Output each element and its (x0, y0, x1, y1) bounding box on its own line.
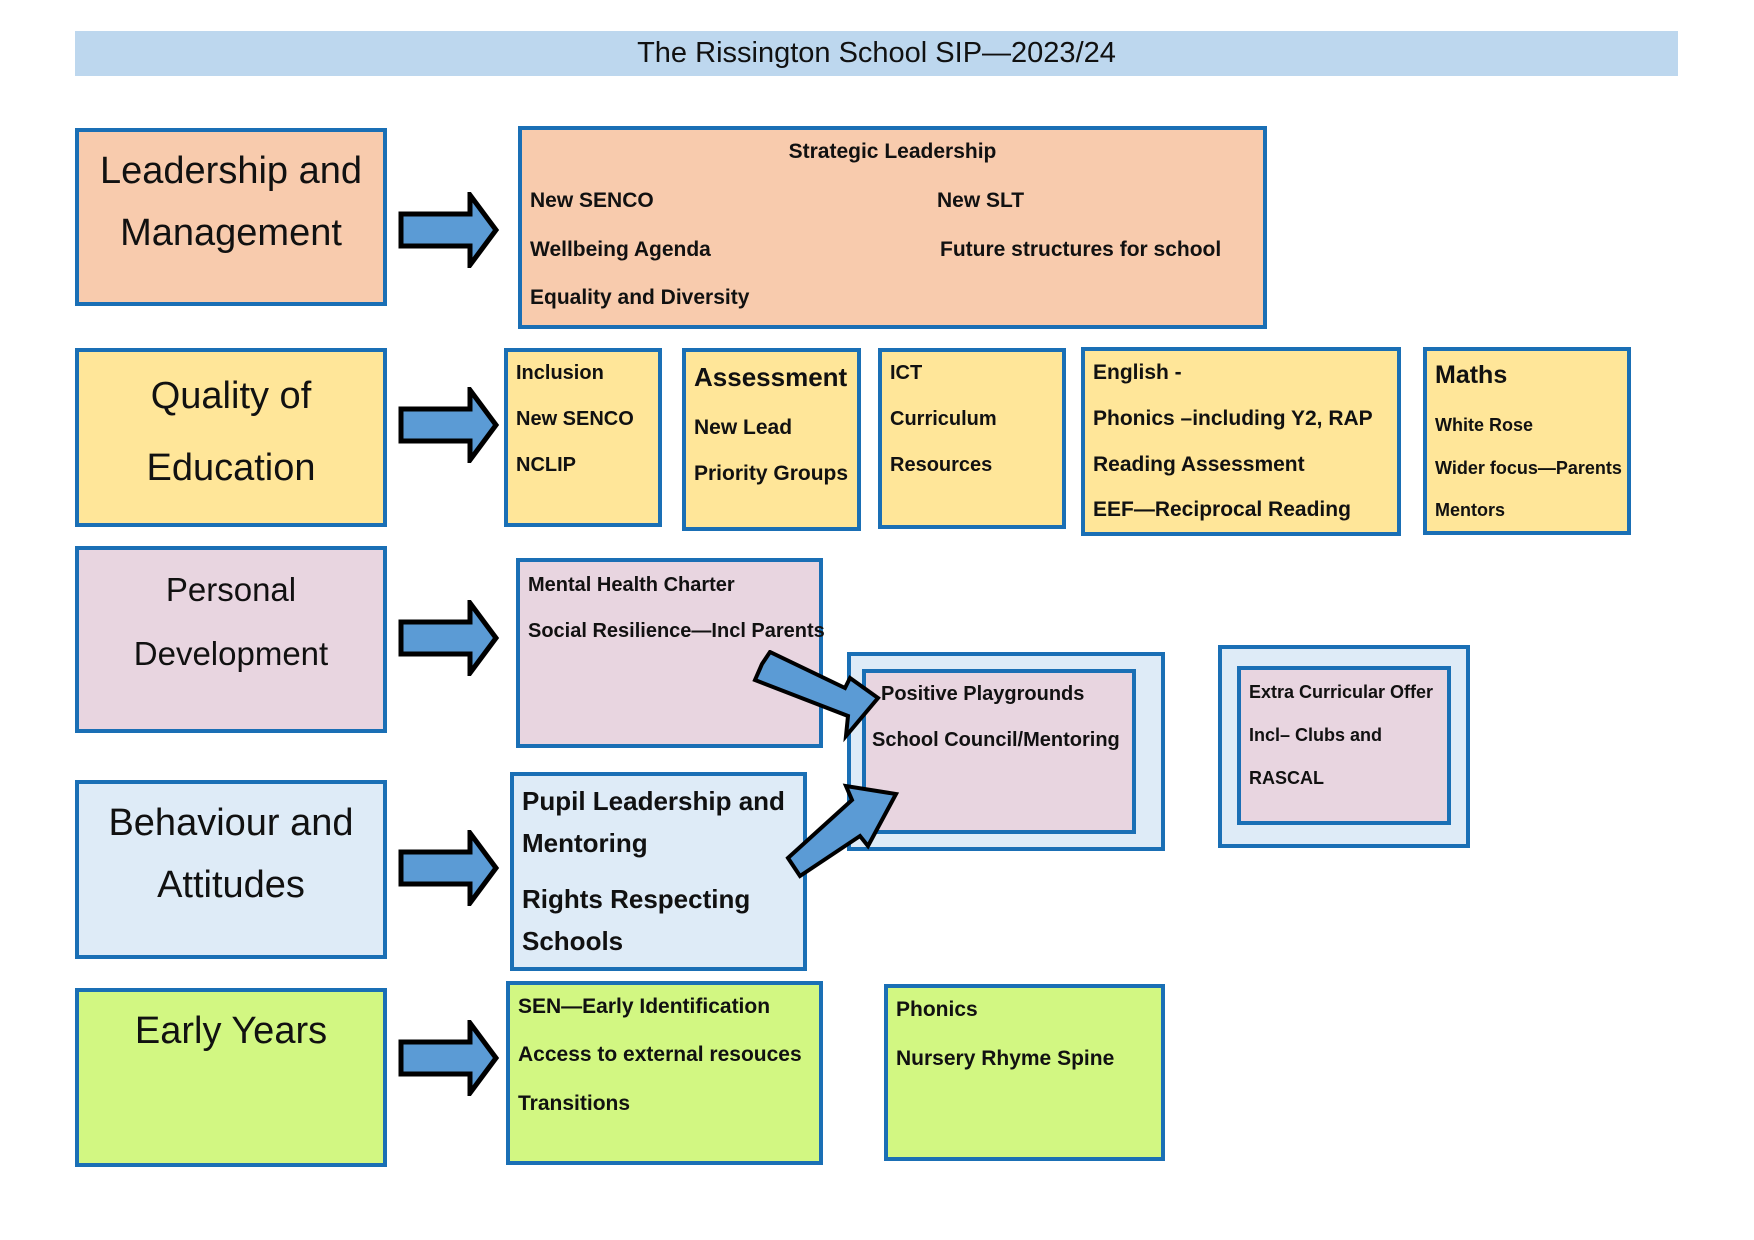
category-label-line: Leadership and (100, 150, 362, 192)
maths-box: Maths White Rose Wider focus—Parents Men… (1423, 347, 1631, 535)
arrow-right-icon (398, 387, 500, 463)
category-quality-of-education: Quality of Education (75, 348, 387, 527)
arrow-right-icon (398, 830, 500, 906)
list-item: SEN—Early Identification (518, 995, 771, 1018)
list-item: Priority Groups (694, 462, 849, 485)
list-item: New SLT (937, 189, 1025, 212)
english-box: English - Phonics –including Y2, RAP Rea… (1081, 347, 1401, 536)
category-label-line: Early Years (134, 1010, 328, 1052)
list-item: Rights Respecting (522, 884, 751, 914)
list-item: Positive Playgrounds (881, 683, 1085, 705)
category-label-line: Personal (165, 571, 297, 608)
list-item: Wellbeing Agenda (530, 238, 711, 261)
positive-playgrounds-box: Positive Playgrounds School Council/Ment… (862, 669, 1136, 834)
category-label-line: Development (133, 635, 329, 672)
list-item: Curriculum (890, 408, 997, 430)
list-item: English - (1093, 361, 1182, 384)
list-item: Extra Curricular Offer (1249, 682, 1434, 702)
category-early-years: Early Years (75, 988, 387, 1167)
arrow-right-icon (398, 192, 500, 268)
list-item: New SENCO (530, 189, 654, 212)
category-label-line: Behaviour and (108, 802, 354, 844)
category-personal-development: Personal Development (75, 546, 387, 733)
list-item: Incl– Clubs and (1249, 725, 1383, 745)
list-item: ICT (890, 362, 923, 384)
strategic-leadership-box: Strategic Leadership New SENCO Wellbeing… (518, 126, 1267, 329)
list-item: Mentors (1435, 500, 1506, 520)
box-heading: Maths (1435, 361, 1508, 389)
list-item: Schools (522, 926, 624, 956)
list-item: School Council/Mentoring (872, 729, 1120, 751)
arrow-diagonal-up-icon (785, 783, 900, 879)
category-label-line: Attitudes (157, 864, 305, 906)
category-label-line: Quality of (150, 375, 312, 417)
list-item: NCLIP (516, 454, 576, 476)
arrow-right-icon (398, 1020, 500, 1096)
list-item: Nursery Rhyme Spine (896, 1047, 1115, 1070)
list-item: Wider focus—Parents (1435, 458, 1622, 478)
arrow-diagonal-down-icon (752, 650, 881, 743)
box-heading: Strategic Leadership (788, 140, 997, 163)
list-item: Mental Health Charter (528, 574, 735, 596)
arrow-right-icon (398, 600, 500, 676)
box-heading: Assessment (694, 362, 848, 392)
category-behaviour-attitudes: Behaviour and Attitudes (75, 780, 387, 959)
behaviour-box: Pupil Leadership and Mentoring Rights Re… (510, 772, 807, 971)
list-item: Phonics (896, 998, 978, 1021)
list-item: Pupil Leadership and (522, 786, 785, 816)
list-item: Transitions (518, 1092, 631, 1115)
list-item: Access to external resouces (518, 1043, 802, 1066)
list-item: Phonics –including Y2, RAP (1093, 407, 1373, 430)
category-leadership-management: Leadership and Management (75, 128, 387, 306)
list-item: Reading Assessment (1093, 453, 1305, 476)
list-item: RASCAL (1249, 768, 1324, 788)
early-years-box: SEN—Early Identification Access to exter… (506, 981, 823, 1165)
inclusion-box: Inclusion New SENCO NCLIP (504, 348, 662, 527)
list-item: Inclusion (516, 362, 604, 384)
list-item: New SENCO (516, 408, 634, 430)
list-item: New Lead (694, 416, 793, 439)
phonics-box: Phonics Nursery Rhyme Spine (884, 984, 1165, 1161)
list-item: Social Resilience—Incl Parents (528, 620, 825, 642)
list-item: Future structures for school (940, 238, 1222, 261)
page-title: The Rissington School SIP—2023/24 (75, 31, 1678, 76)
category-label-line: Management (120, 212, 342, 254)
list-item: White Rose (1435, 415, 1534, 435)
list-item: Resources (890, 454, 993, 476)
list-item: Mentoring (522, 828, 648, 858)
extra-curricular-box: Extra Curricular Offer Incl– Clubs and R… (1237, 666, 1451, 825)
ict-box: ICT Curriculum Resources (878, 348, 1066, 529)
assessment-box: Assessment New Lead Priority Groups (682, 348, 861, 531)
list-item: Equality and Diversity (530, 286, 750, 309)
list-item: EEF—Reciprocal Reading (1093, 498, 1351, 521)
category-label-line: Education (146, 447, 316, 489)
